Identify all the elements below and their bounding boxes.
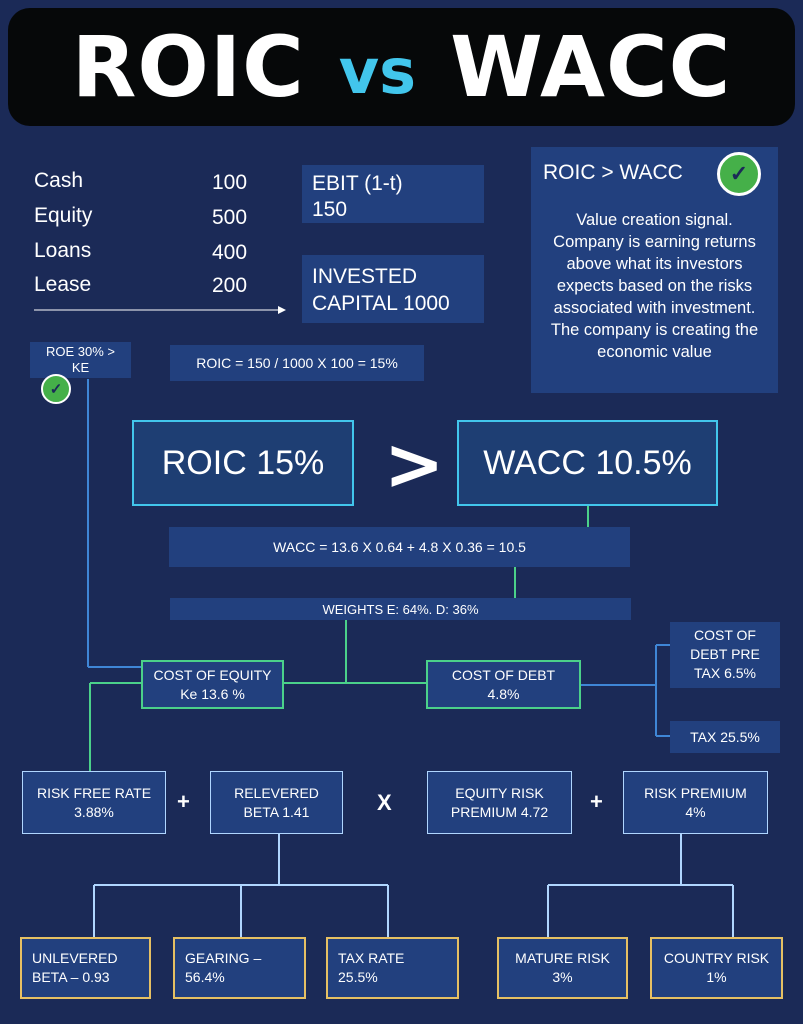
signal-heading: ROIC > WACC bbox=[543, 161, 683, 184]
arrow-right-icon bbox=[278, 306, 286, 314]
title-vs: vs bbox=[338, 34, 417, 108]
title-wacc: WACC bbox=[450, 18, 732, 116]
tax-rate-box: TAX RATE 25.5% bbox=[326, 937, 459, 999]
roic-calculation: ROIC = 150 / 1000 X 100 = 15% bbox=[170, 345, 424, 381]
plus-operator: + bbox=[177, 789, 190, 814]
invested-capital-value: CAPITAL 1000 bbox=[312, 292, 450, 315]
risk-premium-label: RISK PREMIUM bbox=[644, 784, 747, 801]
risk-premium-box: RISK PREMIUM 4% bbox=[623, 771, 768, 834]
pretax-line3: TAX 6.5% bbox=[694, 665, 756, 681]
pretax-line2: DEBT PRE bbox=[690, 646, 760, 662]
capital-label-cash: Cash bbox=[34, 169, 84, 192]
equity-risk-premium-box: EQUITY RISK PREMIUM 4.72 bbox=[427, 771, 572, 834]
wacc-result-box: WACC 10.5% bbox=[457, 420, 718, 506]
invested-capital-box: INVESTED CAPITAL 1000 bbox=[302, 255, 484, 323]
tax-rate-value: 25.5% bbox=[338, 969, 378, 985]
capital-value-loans: 400 bbox=[212, 241, 248, 264]
risk-free-label: RISK FREE RATE bbox=[36, 784, 152, 801]
risk-free-rate-box: RISK FREE RATE 3.88% bbox=[22, 771, 166, 834]
greater-than-sign: > bbox=[384, 422, 445, 506]
mature-risk-box: MATURE RISK 3% bbox=[497, 937, 628, 999]
title-roic: ROIC bbox=[71, 18, 305, 116]
value-creation-panel: ROIC > WACC ✓ Value creation signal. Com… bbox=[531, 147, 778, 393]
country-risk-label: COUNTRY RISK bbox=[663, 950, 770, 966]
plus-operator: + bbox=[590, 789, 603, 814]
check-circle-icon: ✓ bbox=[717, 152, 761, 196]
relevered-beta-box: RELEVERED BETA 1.41 bbox=[210, 771, 343, 834]
mature-risk-value: 3% bbox=[552, 969, 573, 985]
cost-of-debt-box: COST OF DEBT 4.8% bbox=[426, 660, 581, 709]
capital-value-lease: 200 bbox=[212, 274, 248, 297]
gearing-box: GEARING – 56.4% bbox=[173, 937, 306, 999]
roe-line2: KE bbox=[71, 360, 90, 375]
country-risk-value: 1% bbox=[706, 969, 727, 985]
capital-value-cash: 100 bbox=[212, 171, 248, 194]
wacc-formula: WACC = 13.6 X 0.64 + 4.8 X 0.36 = 10.5 bbox=[169, 527, 630, 567]
unlevered-beta-value: BETA – 0.93 bbox=[32, 969, 110, 985]
risk-free-value: 3.88% bbox=[74, 803, 114, 820]
ebit-box: EBIT (1-t) 150 bbox=[302, 165, 484, 223]
relevered-beta-value: BETA 1.41 bbox=[243, 803, 310, 820]
ebit-label: EBIT (1-t) bbox=[312, 172, 403, 195]
cost-of-equity-label: COST OF EQUITY bbox=[153, 666, 272, 683]
equity-risk-premium-label: EQUITY RISK bbox=[455, 784, 544, 801]
signal-body: Value creation signal. Company is earnin… bbox=[550, 211, 759, 361]
roe-line1: ROE 30% > bbox=[45, 344, 115, 359]
tax-box: TAX 25.5% bbox=[670, 721, 780, 753]
gearing-value: 56.4% bbox=[185, 969, 225, 985]
invested-capital-label: INVESTED bbox=[312, 265, 418, 288]
wacc-result-label: WACC 10.5% bbox=[483, 443, 692, 482]
tax-rate-label: TAX RATE bbox=[338, 950, 405, 966]
capital-label-lease: Lease bbox=[34, 273, 92, 296]
pretax-line1: COST OF bbox=[694, 627, 756, 643]
capital-label-equity: Equity bbox=[34, 204, 93, 227]
cost-of-debt-label: COST OF DEBT bbox=[451, 666, 556, 683]
cost-of-equity-value: Ke 13.6 % bbox=[180, 685, 245, 702]
relevered-beta-label: RELEVERED bbox=[234, 784, 319, 801]
title-banner: ROIC vs WACC bbox=[8, 8, 795, 126]
risk-premium-value: 4% bbox=[685, 803, 706, 820]
roic-result-box: ROIC 15% bbox=[132, 420, 354, 506]
roic-result-label: ROIC 15% bbox=[161, 443, 325, 482]
capital-label-loans: Loans bbox=[34, 239, 92, 262]
unlevered-beta-label: UNLEVERED bbox=[32, 950, 118, 966]
mature-risk-label: MATURE RISK bbox=[515, 950, 610, 966]
weights-bar: WEIGHTS E: 64%. D: 36% bbox=[170, 598, 631, 620]
check-circle-icon: ✓ bbox=[41, 374, 71, 404]
equity-risk-premium-value: PREMIUM 4.72 bbox=[450, 803, 549, 820]
country-risk-box: COUNTRY RISK 1% bbox=[650, 937, 783, 999]
unlevered-beta-box: UNLEVERED BETA – 0.93 bbox=[20, 937, 151, 999]
cost-of-debt-value: 4.8% bbox=[487, 685, 520, 702]
multiply-operator: X bbox=[377, 790, 392, 815]
cost-of-equity-box: COST OF EQUITY Ke 13.6 % bbox=[141, 660, 284, 709]
ebit-value: 150 bbox=[312, 198, 348, 221]
roe-box: ROE 30% > KE bbox=[30, 342, 131, 378]
cost-of-debt-pretax-box: COST OF DEBT PRE TAX 6.5% bbox=[670, 622, 780, 688]
capital-value-equity: 500 bbox=[212, 206, 248, 229]
gearing-label: GEARING – bbox=[185, 950, 262, 966]
